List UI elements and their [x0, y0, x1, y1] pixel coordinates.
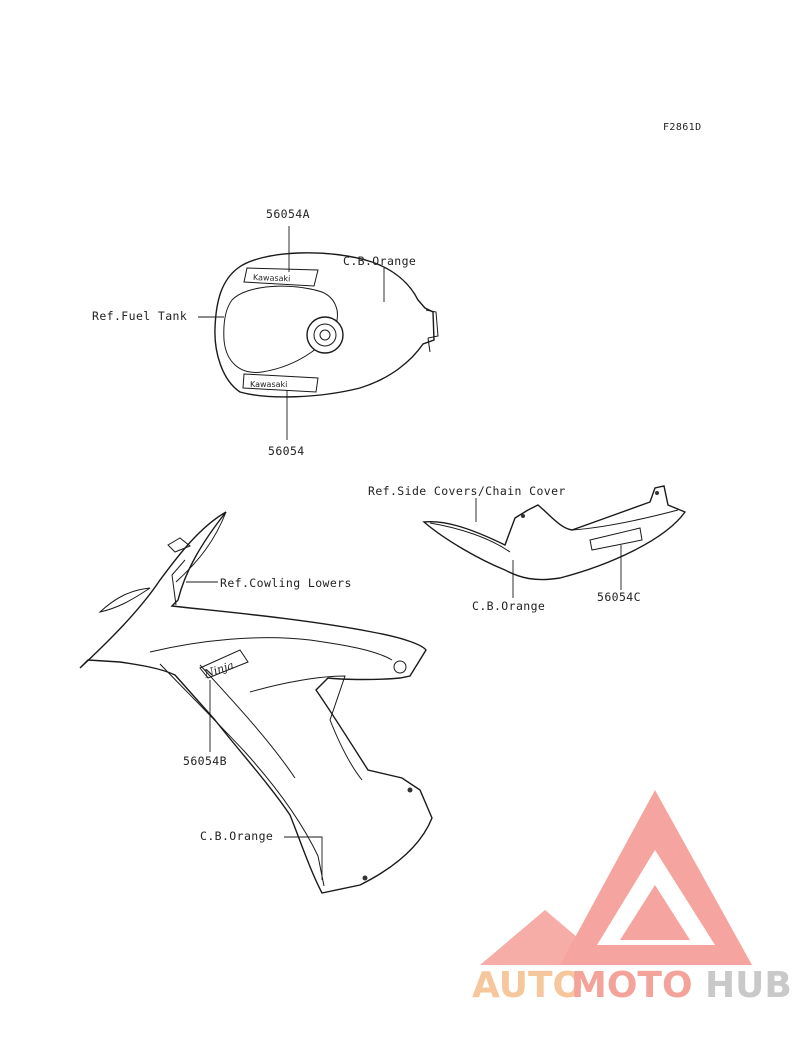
label-cowling-lowers-ref: Ref.Cowling Lowers — [220, 576, 352, 590]
watermark-logo — [480, 790, 752, 965]
label-tank-color: C.B.Orange — [343, 254, 416, 268]
svg-text:MOTO: MOTO — [571, 965, 693, 1006]
label-56054B: 56054B — [183, 754, 227, 768]
svg-text:AUTO: AUTO — [472, 965, 583, 1006]
label-56054C: 56054C — [597, 590, 641, 604]
label-side-cover-color: C.B.Orange — [472, 599, 545, 613]
label-side-covers-ref: Ref.Side Covers/Chain Cover — [368, 484, 566, 498]
svg-text:HUB: HUB — [705, 965, 792, 1006]
svg-text:Kawasaki: Kawasaki — [250, 380, 287, 389]
label-fuel-tank-ref: Ref.Fuel Tank — [92, 309, 187, 323]
side-cover-drawing — [422, 485, 687, 581]
cowling-drawing: Ninja — [79, 511, 433, 894]
fuel-tank-drawing: Kawasaki Kawasaki — [214, 252, 439, 398]
label-56054A: 56054A — [266, 207, 310, 221]
label-56054: 56054 — [268, 444, 305, 458]
svg-text:Kawasaki: Kawasaki — [253, 273, 291, 283]
label-cowling-color: C.B.Orange — [200, 829, 273, 843]
figure-code: F2861D — [663, 122, 702, 133]
watermark-text: AUTO MOTO HUB — [472, 965, 792, 1006]
